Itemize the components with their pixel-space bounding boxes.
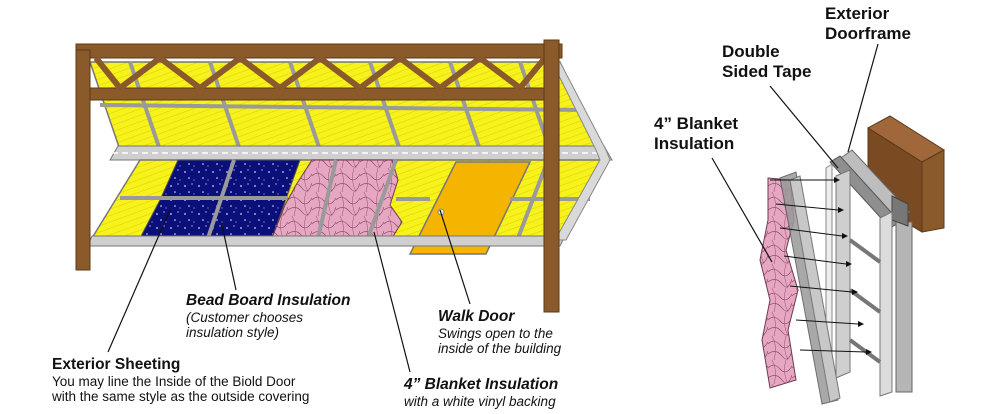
leader-lines-left — [107, 209, 471, 373]
double-sided-tape-label: Double Sided Tape — [722, 42, 811, 83]
walk-door — [408, 161, 532, 255]
blanket-backing-face — [789, 175, 841, 403]
bead-board-line2: insulation style) — [186, 325, 280, 341]
exterior-doorframe-line2: Doorframe — [825, 24, 911, 44]
blanket-right-line1: 4” Blanket — [654, 114, 739, 133]
exterior-doorframe-label: Exterior Doorframe — [825, 4, 911, 45]
right-post — [543, 39, 560, 313]
frame-jamb-right — [895, 221, 913, 393]
doorframe-detail-illustration — [759, 115, 945, 405]
blanket-insulation-panel — [271, 159, 403, 239]
attachment-arrows — [770, 179, 867, 353]
truss-web — [93, 55, 548, 91]
wood-block-side — [921, 149, 945, 233]
double-sided-tape-line2: Sided Tape — [722, 62, 812, 82]
blanket-bottom-title: 4” Blanket Insulation — [404, 376, 559, 393]
blanket-right-line2: Insulation — [654, 134, 735, 154]
blanket-bottom-line1: with a white vinyl backing — [404, 393, 556, 409]
hinge-band — [109, 145, 613, 161]
exterior-sheeting-title: Exterior Sheeting — [52, 356, 181, 373]
exterior-sheeting-line2: with the same style as the outside cover… — [52, 389, 310, 405]
door-frame-illustration — [75, 39, 613, 313]
exterior-sheeting-label: Exterior Sheeting You may line the Insid… — [52, 356, 309, 405]
left-post — [75, 49, 91, 271]
inner-frame — [835, 169, 851, 379]
blanket-insulation-right-label: 4” Blanket Insulation — [654, 114, 738, 155]
walk-door-line2: inside of the building — [438, 341, 562, 357]
blanket-insulation-bottom-label: 4” Blanket Insulation with a white vinyl… — [404, 376, 558, 409]
arrow-heads — [834, 177, 872, 355]
double-sided-tape-line1: Double — [722, 42, 780, 61]
exterior-doorframe-line1: Exterior — [825, 4, 890, 23]
bottom-rail — [87, 235, 566, 247]
bead-board-line1: (Customer chooses — [186, 309, 304, 325]
bead-board-title: Bead Board Insulation — [186, 292, 351, 309]
walk-door-line1: Swings open to the — [438, 325, 553, 341]
lower-header-beam — [79, 87, 559, 101]
bead-board-label: Bead Board Insulation (Customer chooses … — [186, 292, 351, 341]
leader-lines-right — [711, 43, 879, 263]
exterior-sheeting-line1: You may line the Inside of the Biold Doo… — [52, 373, 296, 389]
walk-door-label: Walk Door Swings open to the inside of t… — [438, 308, 561, 357]
inner-frame-right — [879, 211, 893, 397]
walk-door-title: Walk Door — [438, 308, 515, 325]
top-header-beam — [75, 43, 563, 59]
